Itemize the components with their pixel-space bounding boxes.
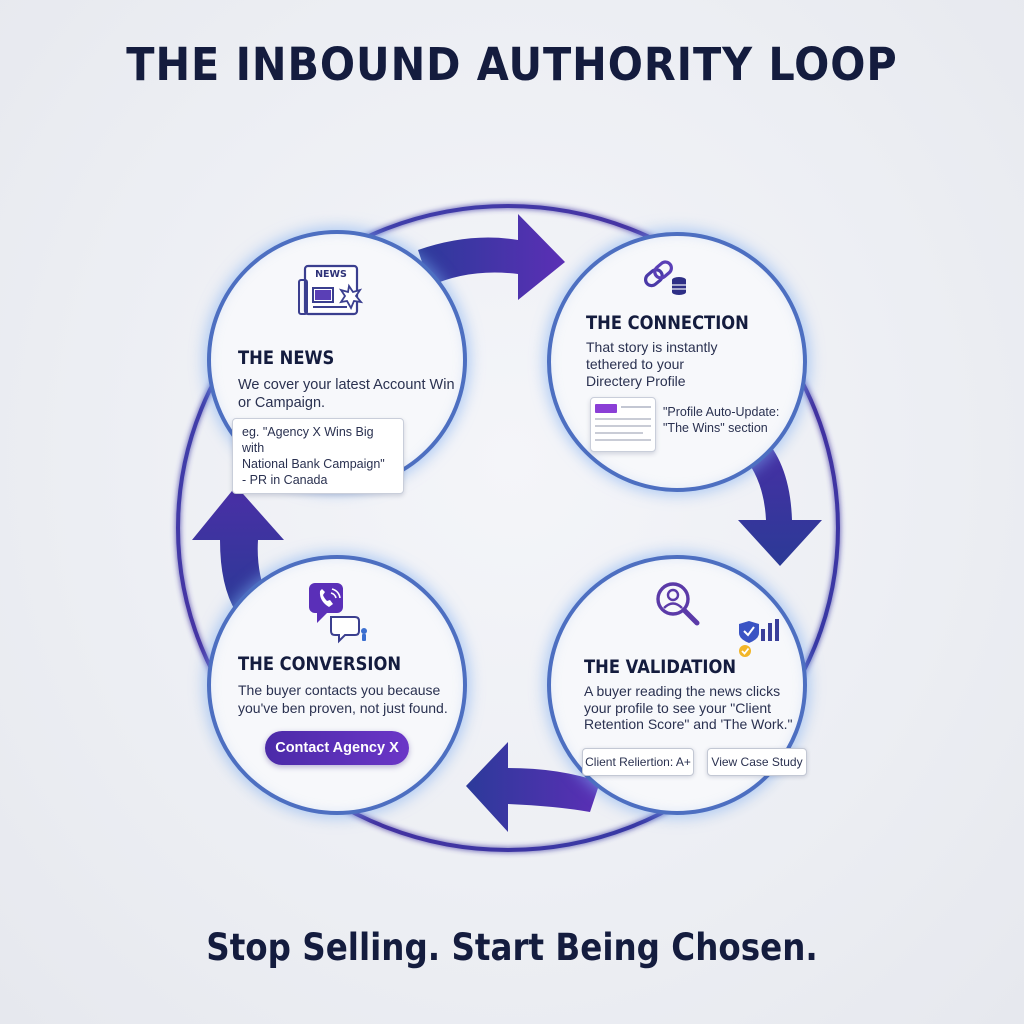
profile-auto-update-note: "Profile Auto-Update: "The Wins" section <box>663 405 780 435</box>
node-validation-title: THE VALIDATION <box>584 656 737 678</box>
node-news: NEWS THE NEWS We cover your latest Accou… <box>207 230 467 494</box>
profile-preview-thumbnail <box>590 397 656 452</box>
node-conversion-title: THE CONVERSION <box>238 653 402 675</box>
view-case-study-button[interactable]: View Case Study <box>707 748 807 776</box>
newspaper-icon: NEWS <box>298 264 364 316</box>
link-database-icon <box>643 260 686 295</box>
search-user-icon <box>656 582 700 626</box>
arrow-news-to-connection <box>418 214 565 300</box>
arrow-connection-to-validation <box>738 432 822 566</box>
verified-chart-icon <box>739 619 779 657</box>
node-connection-text: That story is instantly tethered to your… <box>586 339 718 389</box>
node-connection: THE CONNECTION That story is instantly t… <box>547 232 807 492</box>
loop-ring <box>176 204 840 852</box>
page-title: THE INBOUND AUTHORITY LOOP <box>126 38 898 91</box>
profile-preview-image <box>595 404 617 413</box>
tagline: Stop Selling. Start Being Chosen. <box>206 926 818 969</box>
node-conversion: THE CONVERSION The buyer contacts you be… <box>207 555 467 815</box>
node-validation: THE VALIDATION A buyer reading the news … <box>547 555 807 815</box>
node-validation-text: A buyer reading the news clicks your pro… <box>584 683 793 732</box>
contact-agency-button[interactable]: Contact Agency X <box>265 731 409 765</box>
node-news-title: THE NEWS <box>238 347 335 369</box>
news-example-card: eg. "Agency X Wins Big with National Ban… <box>232 418 404 494</box>
node-news-text: We cover your latest Account Win or Camp… <box>238 377 455 411</box>
arrow-validation-to-conversion <box>466 742 600 832</box>
client-retention-chip[interactable]: Client Reliertion: A+ <box>582 748 694 776</box>
newspaper-icon-label: NEWS <box>315 269 347 280</box>
phone-chat-icon <box>309 583 367 644</box>
node-connection-title: THE CONNECTION <box>586 312 749 334</box>
node-conversion-text: The buyer contacts you because you've be… <box>238 682 448 716</box>
